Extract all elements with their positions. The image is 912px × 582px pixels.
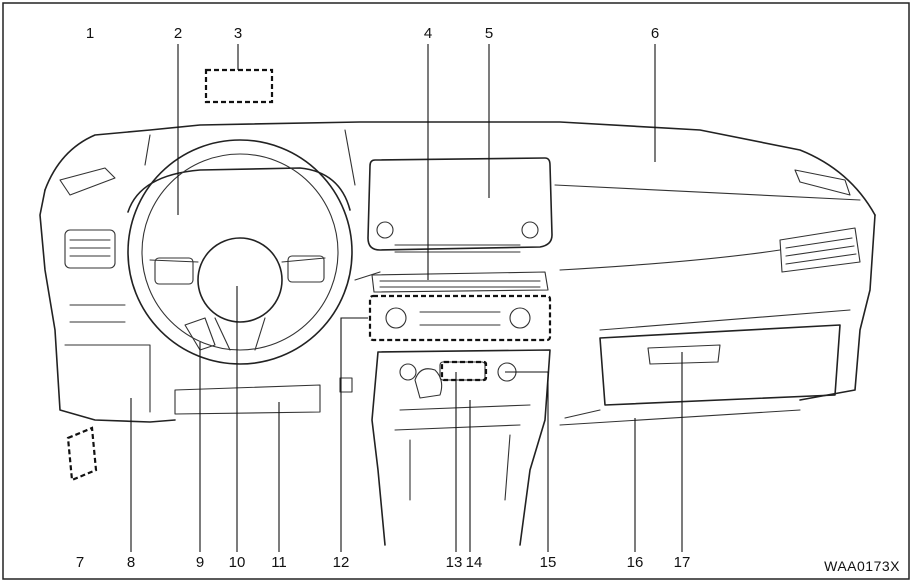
left-spoke-switches (154, 257, 194, 285)
shift-lever (414, 368, 443, 399)
steering-spokes (149, 257, 326, 351)
lower-right-trim (559, 409, 801, 426)
leader-12 (340, 317, 368, 552)
figure-code: WAA0173X (824, 558, 900, 574)
dashboard-top-outline (44, 121, 876, 216)
glove-box-handle (647, 344, 721, 365)
leader-15 (505, 371, 549, 552)
callout-3: 3 (234, 25, 242, 42)
callout-10: 10 (229, 554, 246, 571)
steering-wheel-rim (127, 139, 353, 365)
ports-dashed-box (440, 360, 488, 382)
hood-inner-line (144, 129, 356, 186)
console-left-dial (399, 363, 417, 381)
dash-trim-line (354, 184, 861, 331)
knee-panel (174, 384, 321, 415)
callout-5: 5 (485, 25, 493, 42)
center-vents (371, 271, 549, 293)
climate-buttons (419, 311, 501, 326)
callout-17: 17 (674, 554, 691, 571)
callout-7: 7 (76, 554, 84, 571)
console-ports (439, 361, 486, 381)
callout-8: 8 (127, 554, 135, 571)
steering-column (184, 317, 216, 351)
climate-left-knob (385, 307, 407, 329)
dashboard-right-edge (799, 214, 876, 401)
left-side-vent (64, 229, 116, 269)
lower-left-panel (64, 304, 151, 413)
right-spoke-switches (287, 255, 325, 283)
center-console (371, 349, 551, 546)
callout-4: 4 (424, 25, 432, 42)
callout-14: 14 (466, 554, 483, 571)
steering-wheel-inner (141, 153, 339, 351)
callout-16: 16 (627, 554, 644, 571)
left-upper-vent (59, 167, 116, 196)
climate-right-knob (509, 307, 531, 329)
center-vent-slats (379, 280, 541, 288)
callout-12: 12 (333, 554, 350, 571)
callout-9: 9 (196, 554, 204, 571)
callout-2: 2 (174, 25, 182, 42)
steering-hub (197, 237, 283, 323)
climate-dashed-box (368, 294, 552, 342)
callout-15: 15 (540, 554, 557, 571)
glove-box (599, 324, 841, 406)
callout-13: 13 (446, 554, 463, 571)
dashboard-outer-edge (39, 189, 176, 423)
callout-11: 11 (271, 554, 287, 571)
right-vent-slats (785, 237, 857, 265)
small-switch (339, 377, 353, 393)
display-right-knob (521, 221, 539, 239)
meter-hood (127, 167, 351, 213)
display-screen (367, 157, 553, 251)
display-left-knob (376, 221, 394, 239)
console-details (394, 404, 531, 501)
hud-dashed-box (204, 68, 274, 104)
right-upper-vent (794, 169, 851, 196)
left-vent-slats (69, 239, 111, 257)
hood-release-dashed-box (66, 426, 98, 482)
right-side-vent (779, 227, 861, 273)
display-buttons (394, 244, 521, 253)
callout-6: 6 (651, 25, 659, 42)
callout-1: 1 (86, 25, 94, 42)
